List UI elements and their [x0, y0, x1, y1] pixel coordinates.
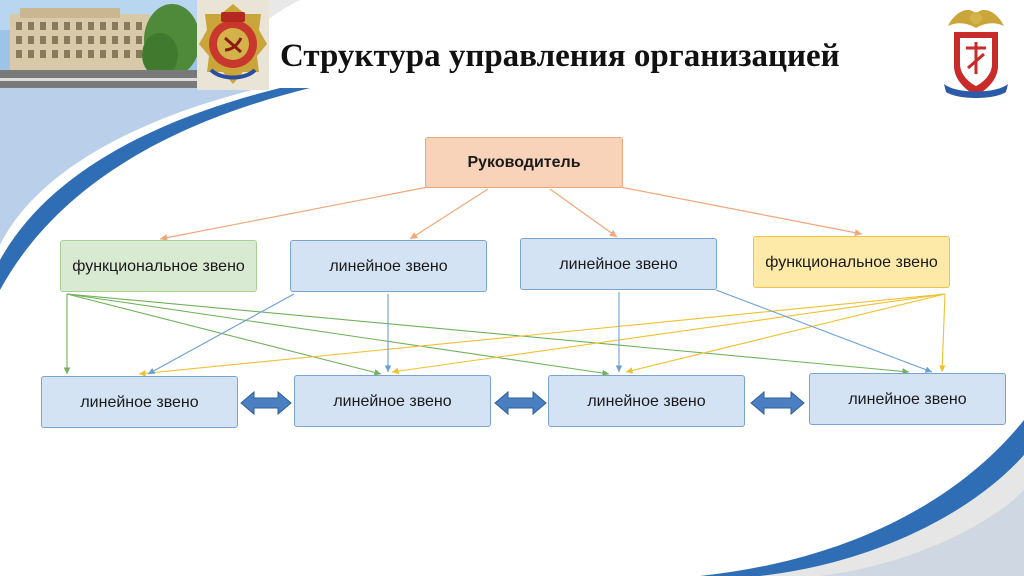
police-emblem-icon	[944, 10, 1008, 98]
page-title: Структура управления организацией	[280, 38, 840, 74]
node-line-mid1: линейное звено	[290, 240, 487, 292]
node-line-bottom-1: линейное звено	[41, 376, 238, 428]
double-arrow-icon	[494, 390, 547, 416]
node-line-bottom-2: линейное звено	[294, 375, 491, 427]
node-line-mid2: линейное звено	[520, 238, 717, 290]
double-arrow-icon	[240, 390, 292, 416]
node-func-left: функциональное звено	[60, 240, 257, 292]
link-head-func-left	[159, 186, 429, 242]
node-func-right: функциональное звено	[753, 236, 950, 288]
double-arrow-icon	[750, 390, 805, 416]
link-head-func-right	[619, 186, 863, 237]
node-line-bottom-4: линейное звено	[809, 373, 1006, 425]
node-head: Руководитель	[425, 137, 623, 188]
link-head-line-mid1	[409, 188, 489, 240]
link-head-line-mid2	[549, 188, 618, 238]
city-photo	[0, 0, 197, 88]
order-medal-icon	[197, 0, 269, 90]
node-line-bottom-3: линейное звено	[548, 375, 745, 427]
